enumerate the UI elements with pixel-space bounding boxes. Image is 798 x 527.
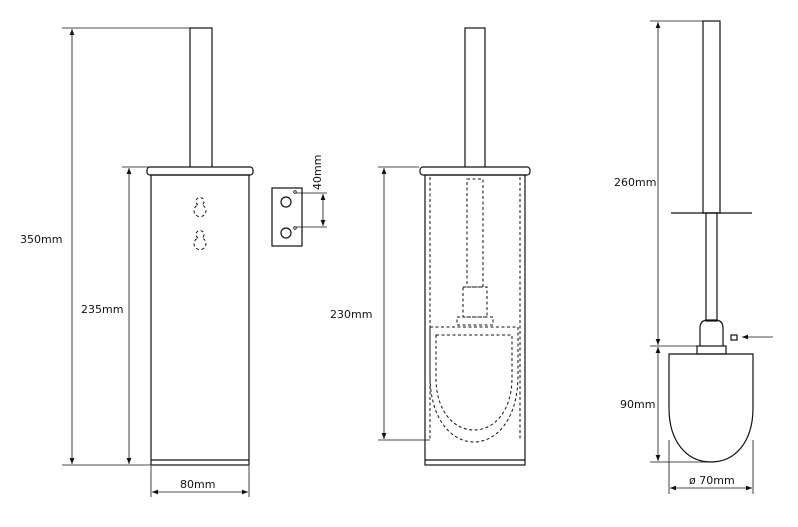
dimension-label-80: 80mm [180, 478, 215, 491]
brush-view [668, 20, 773, 463]
dimension-label-70: ø 70mm [689, 474, 735, 487]
dimension-80: 80mm [150, 466, 250, 497]
wall-bracket: 40mm [271, 155, 327, 247]
dimension-label-40: 40mm [311, 155, 324, 190]
dimension-label-235: 235mm [81, 303, 123, 316]
dimension-235: 235mm [81, 166, 150, 464]
dimension-label-230: 230mm [330, 308, 372, 321]
dimension-90: 90mm [620, 347, 711, 463]
dimension-label-90: 90mm [620, 398, 655, 411]
dimension-70: ø 70mm [668, 440, 754, 494]
front-view [146, 27, 254, 466]
keyhole-lower-icon [193, 230, 207, 251]
keyhole-upper-icon [193, 197, 207, 218]
dimension-label-350: 350mm [20, 233, 62, 246]
dimension-350: 350mm [20, 27, 192, 466]
dimension-230: 230mm [330, 166, 430, 441]
dimension-label-260: 260mm [614, 176, 656, 189]
section-view [419, 27, 531, 466]
dimension-260: 260mm [614, 20, 703, 347]
